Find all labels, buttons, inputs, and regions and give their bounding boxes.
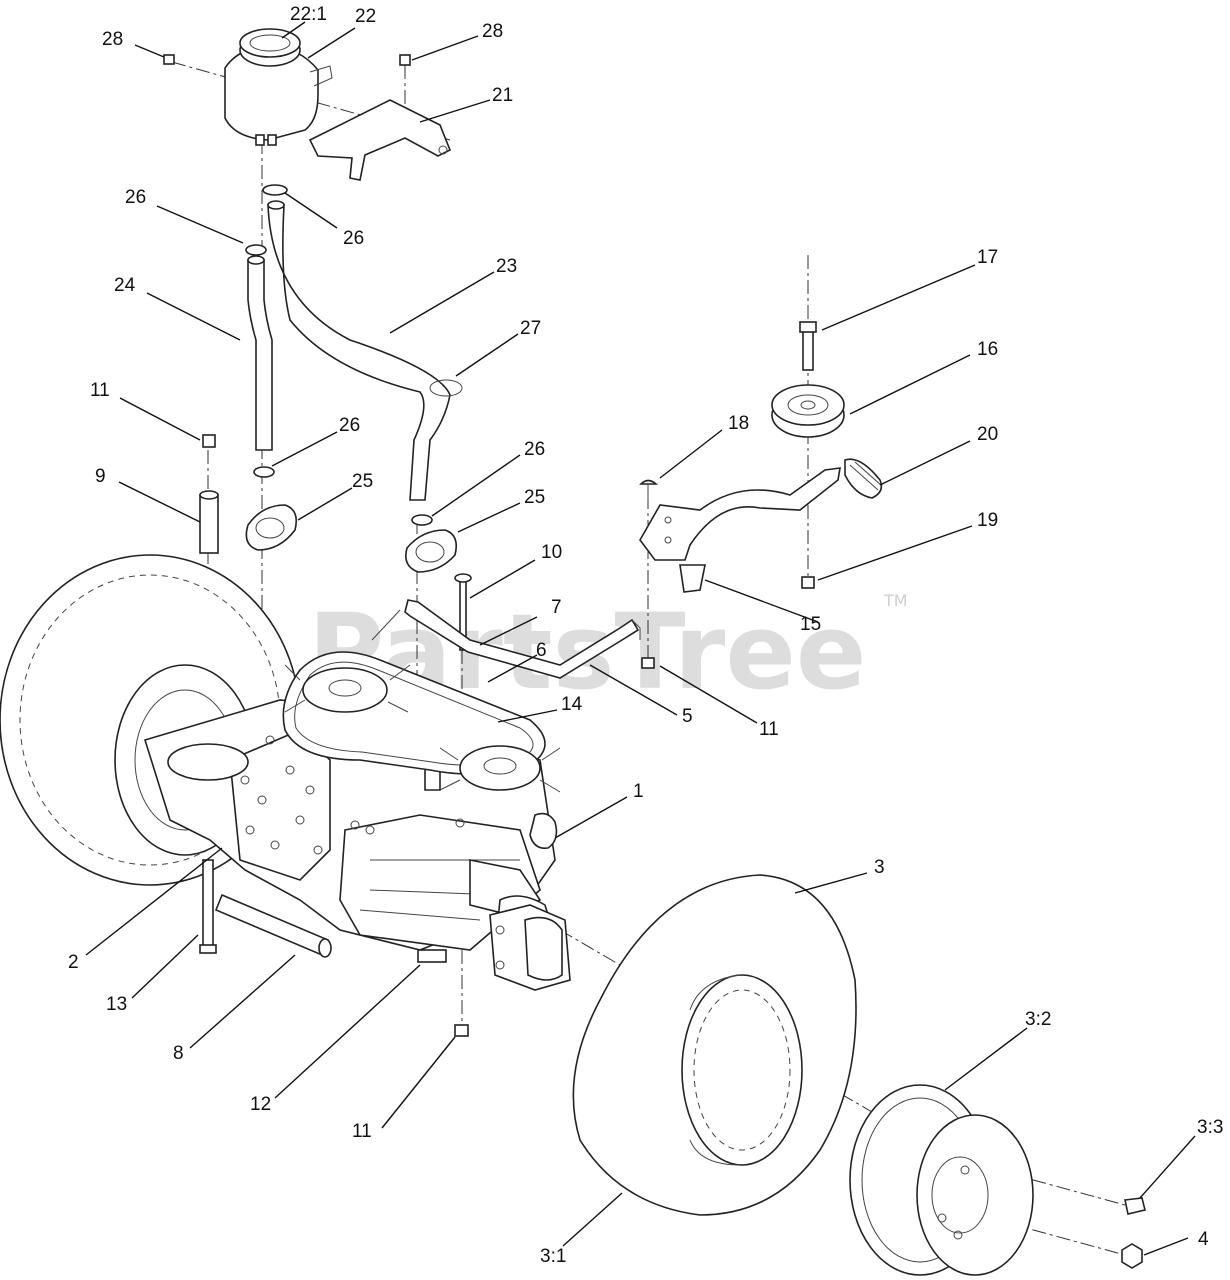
shift-rod: [371, 599, 641, 679]
hose-clamps: [245, 184, 433, 526]
callout-2: 2: [68, 952, 79, 973]
pin: [454, 573, 472, 651]
callout-26c: 26: [339, 415, 360, 436]
callout-18: 18: [728, 413, 749, 434]
callout-3-2: 3:2: [1025, 1009, 1051, 1030]
callout-19: 19: [977, 510, 998, 531]
callout-26a: 26: [125, 187, 146, 208]
fan-pulleys: [284, 664, 561, 793]
callout-10: 10: [541, 542, 562, 563]
callout-25b: 25: [524, 487, 545, 508]
callout-11c: 11: [352, 1121, 372, 1142]
callout-labels: 22:1 22 28 28 21 26 26 24 23 27 17 16 11…: [68, 4, 1223, 1267]
callout-4: 4: [1198, 1229, 1209, 1250]
callout-28a: 28: [102, 29, 123, 50]
callout-23: 23: [496, 256, 517, 277]
callout-3: 3: [874, 857, 885, 878]
lug-nut: [1121, 1243, 1143, 1269]
hose-23: [267, 200, 463, 501]
callout-27: 27: [520, 318, 541, 339]
rim: [849, 1084, 1034, 1276]
leader-lines: [85, 21, 1196, 1256]
callout-3-1: 3:1: [540, 1246, 566, 1267]
callout-6: 6: [536, 640, 547, 661]
callout-15: 15: [800, 614, 821, 635]
callout-14: 14: [561, 694, 583, 715]
right-tire: [572, 874, 857, 1216]
callout-28b: 28: [482, 21, 503, 42]
reservoir-tank: [224, 28, 333, 146]
rod: [214, 893, 332, 958]
callout-24: 24: [114, 275, 136, 296]
callout-16: 16: [977, 339, 998, 360]
callout-25a: 25: [352, 471, 373, 492]
callout-22-1: 22:1: [290, 4, 327, 25]
callout-26b: 26: [343, 228, 364, 249]
hardware: [163, 54, 815, 1037]
idler-pulley-assembly: [639, 321, 883, 593]
callout-12: 12: [250, 1094, 271, 1115]
valve-stem: [1124, 1197, 1146, 1215]
callout-20: 20: [977, 424, 998, 445]
callout-11b: 11: [759, 719, 779, 740]
callout-9: 9: [95, 466, 106, 487]
callout-8: 8: [173, 1043, 184, 1064]
callout-17: 17: [977, 247, 998, 268]
callout-1: 1: [633, 781, 644, 802]
spacer: [199, 490, 219, 554]
callout-21: 21: [492, 85, 513, 106]
watermark-tm: TM: [883, 591, 908, 610]
callout-22: 22: [355, 6, 376, 27]
hose-24: [247, 255, 273, 451]
grommets: [245, 504, 458, 573]
callout-7: 7: [551, 597, 562, 618]
axle-bolt: [199, 859, 217, 954]
callout-3-3: 3:3: [1197, 1117, 1223, 1138]
callout-26d: 26: [524, 439, 545, 460]
callout-11a: 11: [90, 380, 110, 401]
callout-13: 13: [106, 994, 127, 1015]
wheel-hub: [489, 904, 571, 991]
callout-5: 5: [682, 706, 693, 727]
bracket: [308, 99, 452, 181]
